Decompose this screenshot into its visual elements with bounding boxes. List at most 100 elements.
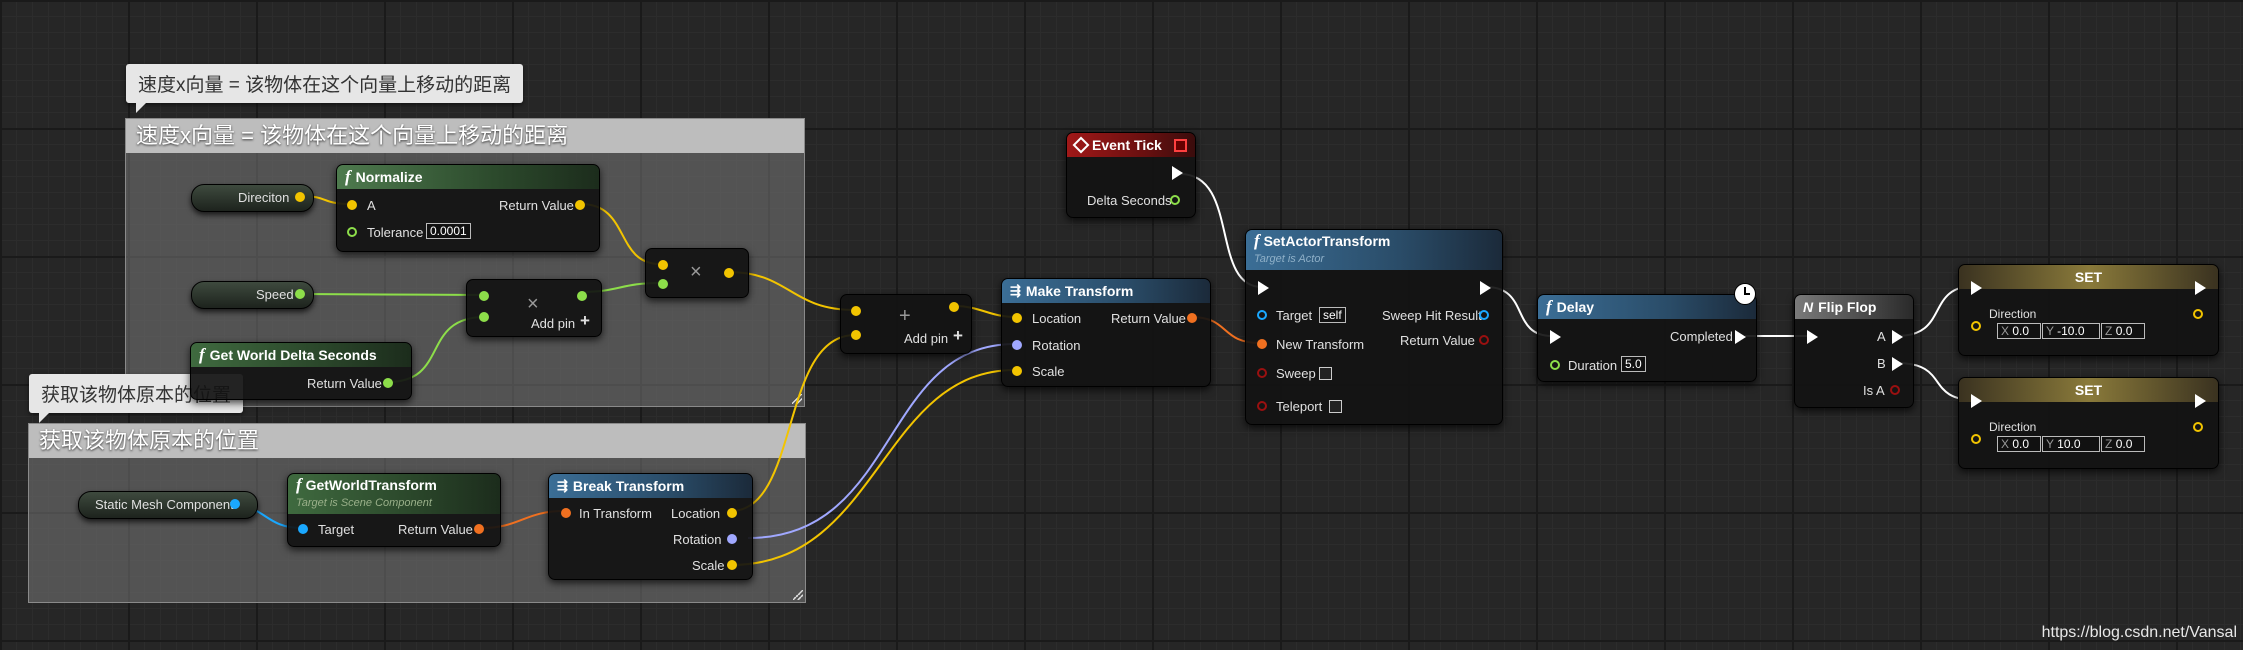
pin-break-location[interactable] bbox=[727, 508, 737, 518]
var-static-mesh-pin[interactable] bbox=[230, 499, 240, 509]
node-multiply-float[interactable]: × Add pin + bbox=[466, 279, 602, 337]
input-set-actor-target[interactable]: self bbox=[1319, 307, 1346, 323]
pin-multiply-float-b[interactable] bbox=[479, 312, 489, 322]
pin-add-b[interactable] bbox=[851, 330, 861, 340]
pin-multiply-vector-out[interactable] bbox=[724, 268, 734, 278]
pin-delay-completed[interactable] bbox=[1735, 330, 1746, 344]
pin-make-return[interactable] bbox=[1187, 313, 1197, 323]
pin-make-location[interactable] bbox=[1012, 313, 1022, 323]
pin-set-2-exec-out[interactable] bbox=[2195, 394, 2206, 408]
var-static-mesh[interactable]: Static Mesh Component bbox=[78, 491, 258, 519]
input-set-2-y[interactable]: Y 10.0 bbox=[2042, 436, 2100, 452]
node-multiply-vector[interactable]: × bbox=[645, 248, 749, 298]
pin-break-scale[interactable] bbox=[727, 560, 737, 570]
pin-multiply-vector-a[interactable] bbox=[658, 260, 668, 270]
node-make-transform[interactable]: ⇶Make Transform Location Rotation Scale … bbox=[1001, 278, 1211, 387]
pin-delay-duration[interactable] bbox=[1550, 360, 1560, 370]
make-icon: ⇶ bbox=[1010, 283, 1021, 298]
input-set-1-x[interactable]: X 0.0 bbox=[1997, 323, 2041, 339]
pin-make-rotation[interactable] bbox=[1012, 340, 1022, 350]
pin-normalize-return[interactable] bbox=[575, 200, 585, 210]
pin-gwt-target[interactable] bbox=[298, 524, 308, 534]
label-set-actor-target: Target bbox=[1276, 308, 1313, 323]
var-direction-pin[interactable] bbox=[295, 192, 305, 202]
pin-delay-exec-in[interactable] bbox=[1550, 330, 1561, 344]
pin-set-1-direction[interactable] bbox=[1971, 321, 1981, 331]
function-icon: f bbox=[1546, 297, 1552, 316]
checkbox-set-actor-sweep[interactable] bbox=[1319, 367, 1332, 380]
add-add-pin[interactable]: Add pin bbox=[904, 331, 949, 346]
label-world-delta-return: Return Value bbox=[307, 376, 382, 391]
node-set-1[interactable]: SET Direction X 0.0 Y -10.0 Z 0.0 bbox=[1958, 264, 2219, 356]
checkbox-set-actor-teleport[interactable] bbox=[1329, 400, 1342, 413]
plus-icon[interactable]: + bbox=[580, 311, 590, 330]
pin-set-actor-new-transform[interactable] bbox=[1257, 339, 1267, 349]
pin-normalize-a[interactable] bbox=[347, 200, 357, 210]
resize-handle[interactable] bbox=[792, 394, 802, 404]
pin-set-actor-exec-out[interactable] bbox=[1480, 281, 1491, 295]
pin-set-actor-teleport[interactable] bbox=[1257, 401, 1267, 411]
pin-flip-flop-exec-in[interactable] bbox=[1807, 330, 1818, 344]
pin-flip-flop-a[interactable] bbox=[1892, 330, 1903, 344]
pin-set-actor-return[interactable] bbox=[1479, 335, 1489, 345]
event-delegate-icon[interactable] bbox=[1174, 138, 1187, 152]
node-flip-flop-title: Flip Flop bbox=[1818, 299, 1877, 315]
pin-set-actor-target[interactable] bbox=[1257, 310, 1267, 320]
label-event-delta: Delta Seconds bbox=[1087, 193, 1172, 208]
pin-gwt-return[interactable] bbox=[474, 524, 484, 534]
input-delay-duration[interactable]: 5.0 bbox=[1621, 356, 1646, 372]
pin-break-in[interactable] bbox=[561, 508, 571, 518]
pin-flip-flop-is-a[interactable] bbox=[1890, 385, 1900, 395]
node-make-header: ⇶Make Transform bbox=[1002, 279, 1210, 303]
pin-break-rotation[interactable] bbox=[727, 534, 737, 544]
var-direction[interactable]: Direciton bbox=[191, 184, 314, 212]
input-set-1-y[interactable]: Y -10.0 bbox=[2042, 323, 2100, 339]
pin-world-delta-return[interactable] bbox=[383, 378, 393, 388]
pin-event-delta[interactable] bbox=[1170, 195, 1180, 205]
input-set-1-z[interactable]: Z 0.0 bbox=[2101, 323, 2145, 339]
pin-normalize-tolerance[interactable] bbox=[347, 227, 357, 237]
pin-set-2-exec-in[interactable] bbox=[1971, 394, 1982, 408]
node-set-actor-transform[interactable]: f SetActorTransform Target is Actor Targ… bbox=[1245, 229, 1503, 425]
pin-flip-flop-b[interactable] bbox=[1892, 357, 1903, 371]
input-set-2-z[interactable]: Z 0.0 bbox=[2101, 436, 2145, 452]
pin-set-1-exec-out[interactable] bbox=[2195, 281, 2206, 295]
node-set-2-header: SET bbox=[1959, 378, 2218, 402]
var-speed[interactable]: Speed bbox=[191, 281, 314, 309]
resize-handle[interactable] bbox=[793, 590, 803, 600]
label-make-location: Location bbox=[1032, 311, 1082, 326]
pin-add-a[interactable] bbox=[851, 306, 861, 316]
node-event-tick[interactable]: Event Tick Delta Seconds bbox=[1066, 132, 1196, 218]
pin-set-1-exec-in[interactable] bbox=[1971, 281, 1982, 295]
pin-make-scale[interactable] bbox=[1012, 366, 1022, 376]
input-normalize-tolerance[interactable]: 0.0001 bbox=[426, 223, 471, 239]
input-set-2-x[interactable]: X 0.0 bbox=[1997, 436, 2041, 452]
pin-event-exec-out[interactable] bbox=[1172, 166, 1183, 180]
label-flip-flop-a: A bbox=[1877, 329, 1886, 344]
node-set-2[interactable]: SET Direction X 0.0 Y 10.0 Z 0.0 bbox=[1958, 377, 2219, 469]
pin-set-2-direction[interactable] bbox=[1971, 434, 1981, 444]
node-break-transform[interactable]: ⇶Break Transform In Transform Location R… bbox=[548, 473, 753, 580]
comment-bubble-speed[interactable]: 速度x向量 = 该物体在这个向量上移动的距离 bbox=[126, 64, 524, 113]
label-normalize-a: A bbox=[367, 198, 376, 213]
pin-multiply-vector-b[interactable] bbox=[658, 279, 668, 289]
var-speed-pin[interactable] bbox=[295, 289, 305, 299]
plus-icon[interactable]: + bbox=[953, 326, 963, 345]
comment-header-location: 获取该物体原本的位置 bbox=[29, 424, 805, 458]
node-get-world-transform[interactable]: f GetWorldTransform Target is Scene Comp… bbox=[287, 473, 501, 547]
pin-multiply-float-a[interactable] bbox=[479, 291, 489, 301]
node-add[interactable]: + Add pin + bbox=[840, 294, 972, 354]
pin-set-1-out[interactable] bbox=[2193, 309, 2203, 319]
pin-set-actor-sweep-hit[interactable] bbox=[1479, 310, 1489, 320]
pin-set-2-out[interactable] bbox=[2193, 422, 2203, 432]
multiply-float-add-pin[interactable]: Add pin bbox=[531, 316, 576, 331]
pin-multiply-float-out[interactable] bbox=[577, 291, 587, 301]
pin-set-actor-sweep[interactable] bbox=[1257, 368, 1267, 378]
pin-set-actor-exec-in[interactable] bbox=[1258, 281, 1269, 295]
pin-add-out[interactable] bbox=[949, 302, 959, 312]
